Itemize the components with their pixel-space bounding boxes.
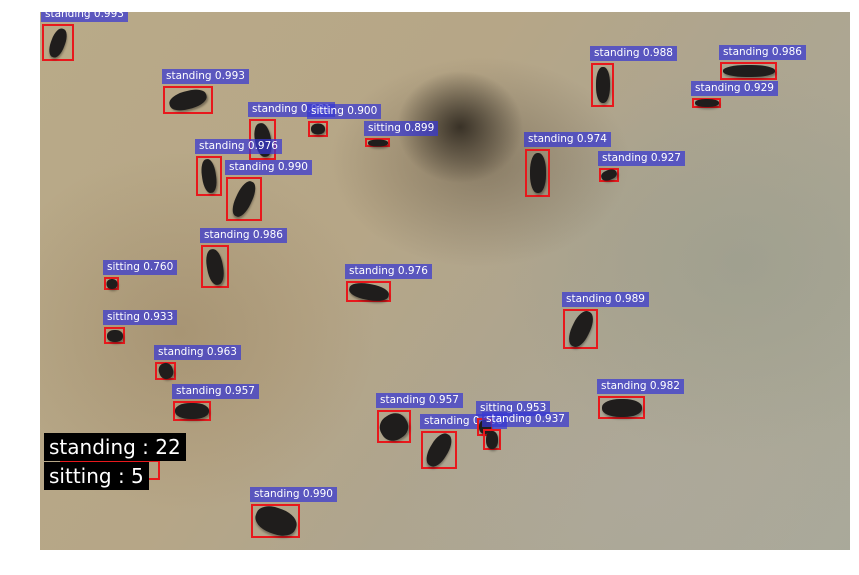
detection-label: sitting 0.933 bbox=[103, 310, 178, 325]
detection-label: standing 0.986 bbox=[719, 45, 806, 60]
detection-label: standing 0.937 bbox=[482, 412, 569, 427]
detection-label: sitting 0.760 bbox=[103, 260, 178, 275]
detection-label: standing 0.993 bbox=[41, 12, 128, 22]
detection-label: standing 0.976 bbox=[195, 139, 282, 154]
cattle bbox=[203, 247, 227, 286]
detection-box bbox=[104, 327, 125, 344]
standing-count: standing : 22 bbox=[44, 433, 186, 461]
detection-box bbox=[421, 429, 457, 471]
cattle bbox=[529, 153, 546, 193]
cattle bbox=[106, 278, 117, 289]
detection-box bbox=[365, 138, 390, 147]
detection-label: standing 0.993 bbox=[162, 69, 249, 84]
detection-box bbox=[599, 167, 619, 183]
detection-box bbox=[226, 177, 262, 221]
cattle bbox=[311, 123, 325, 135]
detection-box bbox=[525, 149, 550, 197]
detection-label: standing 0.988 bbox=[590, 46, 677, 61]
cattle bbox=[599, 167, 619, 183]
detection-box bbox=[591, 63, 614, 107]
count-summary: standing : 22 sitting : 5 bbox=[44, 433, 186, 491]
detection-label: standing 0.957 bbox=[172, 384, 259, 399]
cattle bbox=[46, 26, 70, 59]
detection-box bbox=[692, 98, 721, 108]
cattle bbox=[251, 501, 300, 541]
detection-label: standing 0.986 bbox=[200, 228, 287, 243]
cattle bbox=[156, 361, 175, 381]
cattle bbox=[167, 86, 209, 114]
detection-overlay: standing 0.993 standing 0.993 standing 0.9… bbox=[40, 12, 850, 550]
cattle bbox=[175, 403, 209, 419]
detection-box bbox=[42, 24, 74, 61]
cattle bbox=[106, 329, 123, 342]
cattle bbox=[375, 408, 413, 445]
detection-label: standing 0.929 bbox=[691, 81, 778, 96]
cattle bbox=[199, 158, 219, 194]
detection-box bbox=[104, 277, 119, 290]
detection-label: standing 0.989 bbox=[562, 292, 649, 307]
detection-box bbox=[720, 62, 777, 80]
detection-label: standing 0.990 bbox=[225, 160, 312, 175]
cattle bbox=[722, 65, 775, 77]
cattle bbox=[367, 139, 388, 146]
cattle bbox=[595, 67, 610, 103]
detection-box bbox=[251, 501, 300, 541]
detection-box bbox=[201, 245, 229, 288]
detection-box bbox=[308, 121, 328, 137]
detection-label: sitting 0.900 bbox=[307, 104, 382, 119]
detection-label: standing 0.927 bbox=[598, 151, 685, 166]
detection-box bbox=[163, 86, 213, 114]
detection-box bbox=[346, 280, 391, 303]
detection-label: standing 0.990 bbox=[250, 487, 337, 502]
cattle bbox=[601, 398, 642, 417]
detection-label: standing 0.974 bbox=[524, 132, 611, 147]
detection-box bbox=[563, 307, 598, 351]
detection-label: standing 0.963 bbox=[154, 345, 241, 360]
detection-box bbox=[155, 361, 176, 381]
detection-box bbox=[598, 396, 645, 419]
detection-label: standing 0.976 bbox=[345, 264, 432, 279]
cattle bbox=[228, 178, 260, 220]
detection-label: sitting 0.899 bbox=[364, 121, 439, 136]
detection-box bbox=[196, 156, 222, 196]
cattle bbox=[694, 99, 719, 107]
detection-box bbox=[173, 401, 211, 421]
cattle bbox=[564, 307, 597, 351]
cattle bbox=[422, 429, 456, 471]
detection-label: standing 0.982 bbox=[597, 379, 684, 394]
sitting-count: sitting : 5 bbox=[44, 462, 149, 490]
detection-box bbox=[375, 408, 413, 445]
detection-label: standing 0.957 bbox=[376, 393, 463, 408]
cattle bbox=[486, 430, 498, 449]
detection-box bbox=[483, 429, 501, 450]
cattle bbox=[347, 280, 390, 303]
